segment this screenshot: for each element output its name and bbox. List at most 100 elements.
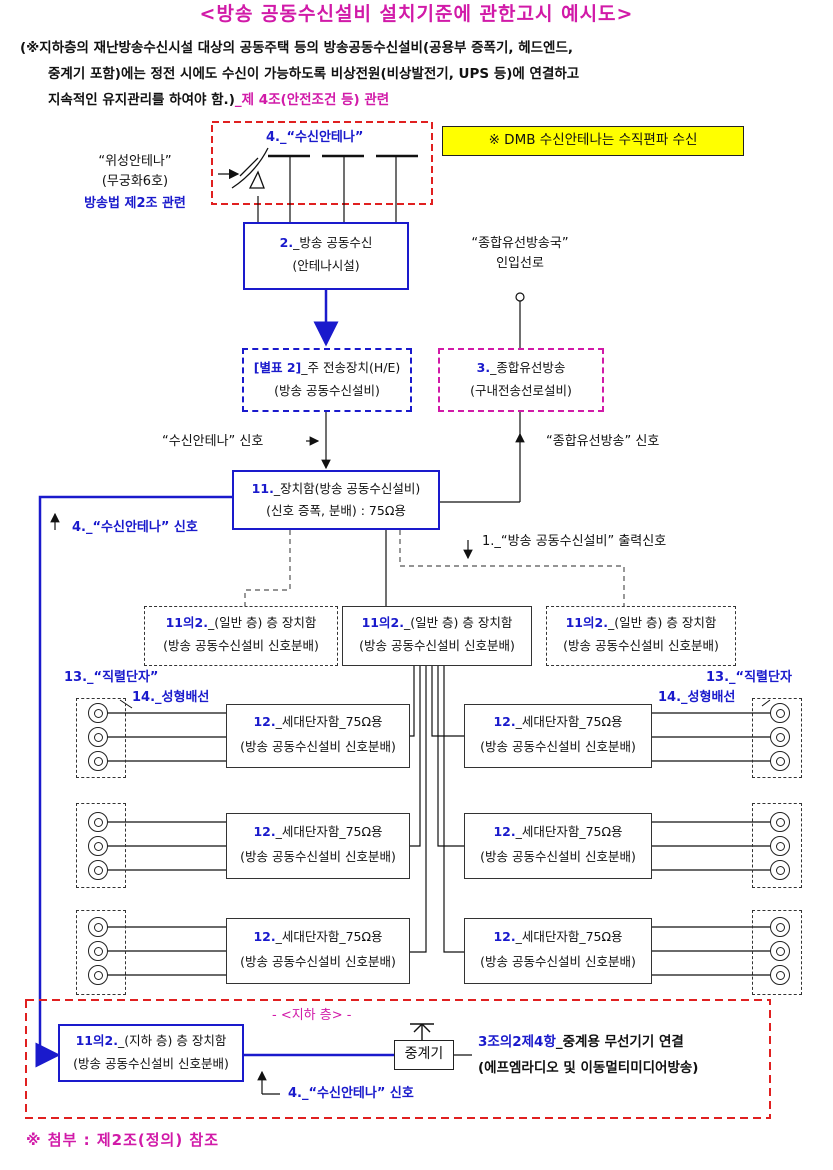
floor-cabinet-3-line1: _(일반 층) 층 장치함 [607,615,717,630]
cable-station-sub: 인입선로 [496,256,544,271]
note-line2: 중계기 포함)에는 정전 시에도 수신이 가능하도록 비상전원(비상발전기, U… [48,66,580,82]
terminal-group-left-3 [76,910,126,995]
signal-antenna-left-text: 4._“수신안테나” 신호 [72,520,198,535]
unit-box-2-sub: (방송 공동수신설비 신호분배) [480,739,636,754]
satellite-sub: (무궁화6호) [101,174,169,189]
coax-jack-icon[interactable] [88,703,108,723]
star-wiring-right-text: 14._성형배선 [658,690,736,705]
unit-box-4-line1: _세대단자함_75Ω용 [515,824,623,839]
unit-box-4-title: 12._세대단자함_75Ω용 [465,823,651,840]
terminal-left-label: 13._“직렬단자” [64,670,158,686]
basement-signal-text: 4._“수신안테나” 신호 [288,1086,414,1101]
floor-cabinet-3: 11의2._(일반 층) 층 장치함 (방송 공동수신설비 신호분배) [546,606,736,666]
coax-jack-icon[interactable] [770,917,790,937]
headend-title: [별표 2]_주 전송장치(H/E) [244,359,410,376]
coax-jack-icon[interactable] [770,751,790,771]
coax-jack-icon[interactable] [770,727,790,747]
signal-cable-label: “종합유선방송” 신호 [546,434,660,449]
unit-box-3-title: 12._세대단자함_75Ω용 [227,823,409,840]
coax-jack-icon[interactable] [88,941,108,961]
unit-box-1-title: 12._세대단자함_75Ω용 [227,713,409,730]
coax-jack-icon[interactable] [88,751,108,771]
dmb-note: ※ DMB 수신안테나는 수직편파 수신 [442,126,744,156]
main-cabinet-num: 11. [251,481,274,496]
output-signal-label: 1._“방송 공동수신설비” 출력신호 [482,534,667,549]
satellite-label: “위성안테나” [98,154,172,169]
floor-cabinet-2-line1: _(일반 층) 층 장치함 [403,615,513,630]
terminal-group-left-2 [76,803,126,888]
satellite-dish-icon [218,147,269,189]
coax-jack-icon[interactable] [88,727,108,747]
coax-jack-icon[interactable] [770,941,790,961]
page-title: <방송 공동수신설비 설치기준에 관한고시 예시도> [199,3,634,25]
main-cabinet-title: 11._장치함(방송 공동수신설비) [234,480,438,497]
floor-cabinet-1-sub: (방송 공동수신설비 신호분배) [163,638,319,653]
coax-jack-icon[interactable] [770,965,790,985]
floor-cabinet-2: 11의2._(일반 층) 층 장치함 (방송 공동수신설비 신호분배) [342,606,532,666]
unit-box-1: 12._세대단자함_75Ω용 (방송 공동수신설비 신호분배) [226,704,410,768]
unit-box-1-sub: (방송 공동수신설비 신호분배) [240,739,396,754]
star-wiring-left-label: 14._성형배선 [132,690,209,706]
basement-frame [25,999,771,1119]
unit-box-6-line1: _세대단자함_75Ω용 [515,929,623,944]
note-line3-text: 지속적인 유지관리를 하여야 함.) [48,92,235,108]
main-cabinet-box: 11._장치함(방송 공동수신설비) (신호 증폭, 분배) : 75Ω용 [232,470,440,530]
repeater-desc-line2: (에프엠라디오 및 이동멀티미디어방송) [478,1060,699,1076]
coax-jack-icon[interactable] [770,812,790,832]
repeater-desc-text: _중계용 무선기기 연결 [555,1034,684,1050]
unit-box-5-title: 12._세대단자함_75Ω용 [227,928,409,945]
star-wiring-left-text: 14._성형배선 [132,690,210,705]
terminal-right-label: 13._“직렬단자 [706,670,792,686]
coax-jack-icon[interactable] [770,836,790,856]
cable-broadcast-sub: (구내전송선로설비) [470,383,572,398]
cable-station-label: “종합유선방송국” [471,236,569,251]
unit-box-2: 12._세대단자함_75Ω용 (방송 공동수신설비 신호분배) [464,704,652,768]
floor-cabinet-1: 11의2._(일반 층) 층 장치함 (방송 공동수신설비 신호분배) [144,606,338,666]
satellite-law: 방송법 제2조 관련 [84,196,186,211]
unit-box-3-num: 12. [253,824,276,839]
cable-broadcast-title: 3._종합유선방송 [440,359,602,376]
broadcast-reception-title: 2._방송 공동수신 [245,234,407,251]
unit-box-1-num: 12. [253,714,276,729]
unit-box-6: 12._세대단자함_75Ω용 (방송 공동수신설비 신호분배) [464,918,652,984]
terminal-group-right-1 [752,698,802,778]
cable-broadcast-num: 3. [476,360,491,375]
footer-note: ※ 첨부 : 제2조(정의) 참조 [26,1131,220,1149]
basement-cabinet-title: 11의2._(지하 층) 층 장치함 [60,1032,242,1049]
headend-sub: (방송 공동수신설비) [274,383,380,398]
basement-signal-label: 4._“수신안테나” 신호 [288,1086,414,1102]
coax-jack-icon[interactable] [88,836,108,856]
floor-cabinet-1-title: 11의2._(일반 층) 층 장치함 [145,614,337,631]
star-wiring-right-label: 14._성형배선 [658,690,735,706]
terminal-group-right-3 [752,910,802,995]
coax-jack-icon[interactable] [88,965,108,985]
unit-box-4: 12._세대단자함_75Ω용 (방송 공동수신설비 신호분배) [464,813,652,879]
signal-antenna-label: “수신안테나” 신호 [162,434,264,449]
broadcast-reception-num: 2. [279,235,294,250]
floor-cabinet-1-num: 11의2. [165,615,208,630]
unit-box-5-sub: (방송 공동수신설비 신호분배) [240,954,396,969]
note-line3: 지속적인 유지관리를 하여야 함.)_제 4조(안전조건 등) 관련 [48,88,389,112]
coax-jack-icon[interactable] [770,703,790,723]
broadcast-reception-sub: (안테나시설) [292,258,360,273]
repeater-ref: 3조의2제4항 [478,1034,556,1050]
coax-jack-icon[interactable] [770,860,790,880]
unit-box-2-title: 12._세대단자함_75Ω용 [465,713,651,730]
coax-jack-icon[interactable] [88,860,108,880]
cable-broadcast-line1: _종합유선방송 [490,360,566,375]
unit-box-4-num: 12. [493,824,516,839]
basement-cabinet-box: 11의2._(지하 층) 층 장치함 (방송 공동수신설비 신호분배) [58,1024,244,1082]
unit-box-2-num: 12. [493,714,516,729]
note-line1: (※지하층의 재난방송수신시설 대상의 공동주택 등의 방송공동수신설비(공용부… [20,40,573,56]
repeater-antenna-icon [410,1023,434,1040]
unit-box-5-num: 12. [253,929,276,944]
unit-box-4-sub: (방송 공동수신설비 신호분배) [480,849,636,864]
coax-jack-icon[interactable] [88,917,108,937]
signal-antenna-left-label: 4._“수신안테나” 신호 [72,520,198,536]
terminal-group-left-1 [76,698,126,778]
coax-jack-icon[interactable] [88,812,108,832]
unit-box-6-sub: (방송 공동수신설비 신호분배) [480,954,636,969]
unit-box-6-title: 12._세대단자함_75Ω용 [465,928,651,945]
floor-cabinet-3-sub: (방송 공동수신설비 신호분배) [563,638,719,653]
unit-box-3: 12._세대단자함_75Ω용 (방송 공동수신설비 신호분배) [226,813,410,879]
